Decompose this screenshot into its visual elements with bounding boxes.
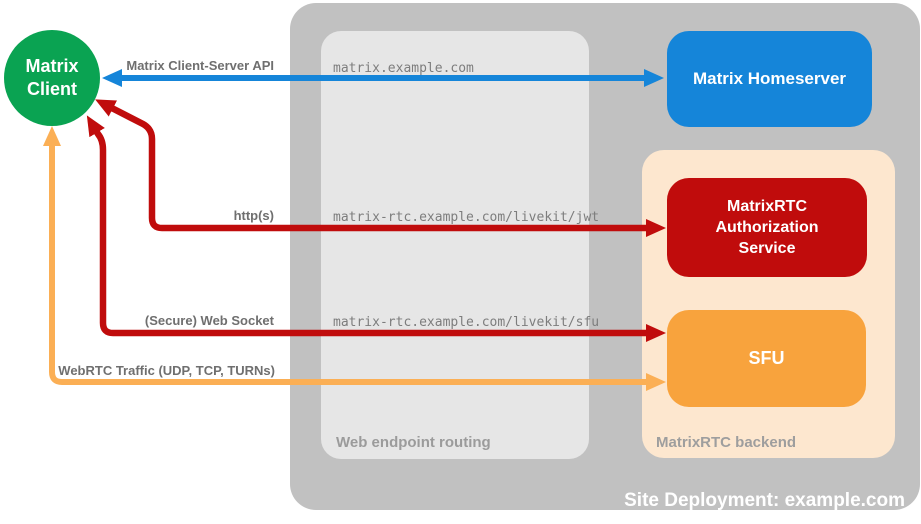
edge-label-webrtc-traffic: WebRTC Traffic (UDP, TCP, TURNs) (58, 363, 275, 378)
route-host-homeserver: matrix.example.com (333, 61, 474, 76)
edge-label-client-server-api: Matrix Client-Server API (126, 58, 274, 73)
matrixrtc-backend-label: MatrixRTC backend (656, 434, 797, 451)
matrix-client-label: Matrix Client (25, 56, 79, 99)
route-host-livekit-sfu: matrix-rtc.example.com/livekit/sfu (333, 315, 600, 330)
matrix-homeserver-label: Matrix Homeserver (692, 69, 847, 88)
matrix-homeserver-node: Matrix Homeserver (667, 31, 872, 127)
sfu-label: SFU (748, 348, 785, 368)
edge-label-https: http(s) (233, 208, 274, 223)
matrixrtc-auth-service-label: MatrixRTC Authorization Service (715, 198, 819, 257)
route-host-livekit-jwt: matrix-rtc.example.com/livekit/jwt (333, 210, 600, 225)
web-endpoint-routing-container (321, 31, 589, 459)
matrixrtc-auth-service-node: MatrixRTC Authorization Service (667, 178, 867, 277)
site-deployment-label: Site Deployment: example.com (624, 490, 905, 511)
sfu-node: SFU (667, 310, 866, 407)
web-endpoint-routing-label: Web endpoint routing (336, 434, 491, 451)
matrix-client-node: Matrix Client (4, 30, 100, 126)
edge-label-websocket: (Secure) Web Socket (144, 313, 274, 328)
